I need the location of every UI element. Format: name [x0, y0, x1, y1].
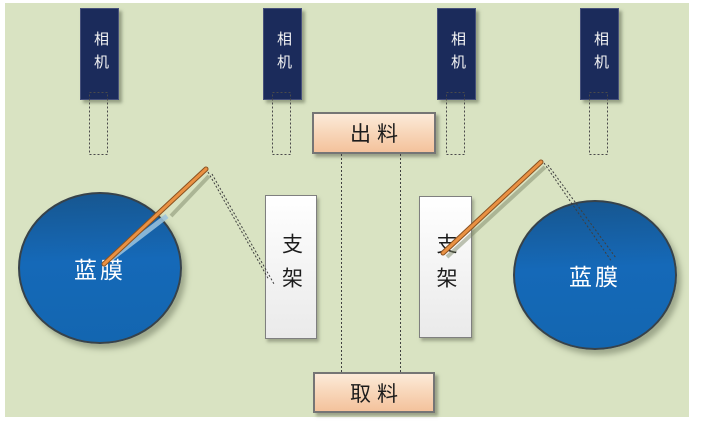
blue-film-disc-left: 蓝膜: [18, 192, 182, 344]
camera-label: 相机: [592, 31, 608, 77]
bracket-label: 支架: [434, 233, 458, 301]
bracket-box-right: 支架: [419, 196, 472, 338]
blue-film-disc-right: 蓝膜: [513, 200, 677, 350]
camera-box-4: 相机: [580, 8, 619, 100]
output-station-box: 出料: [312, 112, 436, 154]
output-station-label: 出料: [350, 122, 404, 146]
camera-box-3: 相机: [437, 8, 476, 100]
blue-film-label: 蓝膜: [74, 258, 126, 283]
camera-box-1: 相机: [80, 8, 119, 100]
bracket-label: 支架: [279, 233, 304, 301]
blue-film-label: 蓝膜: [569, 265, 621, 290]
bracket-box-left: 支架: [265, 195, 317, 339]
pickup-station-box: 取料: [313, 372, 435, 413]
camera-box-2: 相机: [263, 8, 302, 100]
pickup-station-label: 取料: [350, 381, 404, 406]
camera-label: 相机: [275, 31, 291, 77]
camera-label: 相机: [449, 31, 465, 77]
camera-label: 相机: [92, 31, 108, 77]
